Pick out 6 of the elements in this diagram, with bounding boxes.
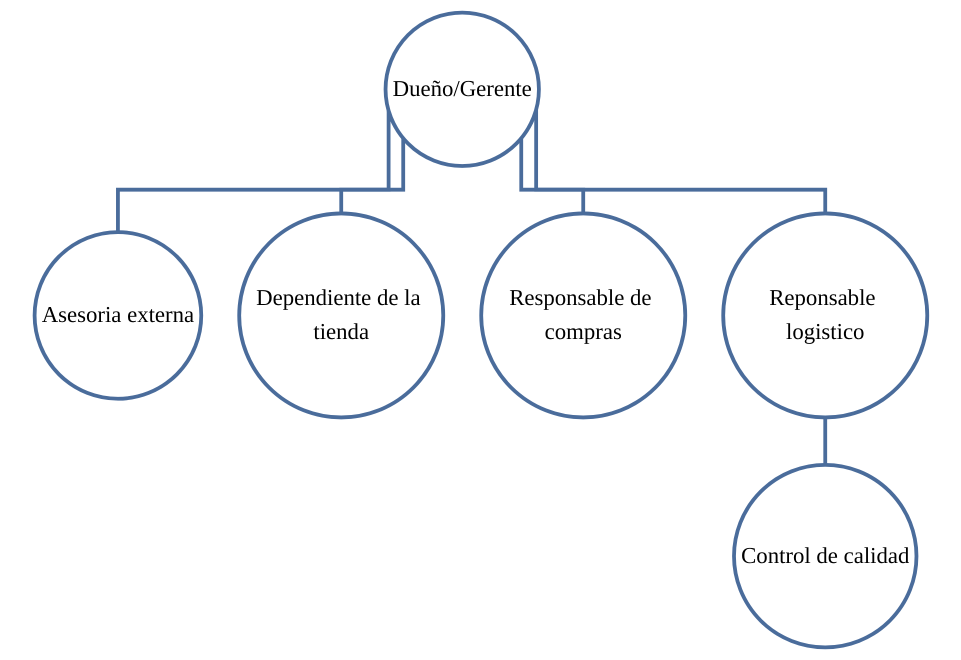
role-circle: Dependiente de la tienda (236, 212, 445, 420)
role-circle: Asesoria externa (32, 230, 203, 401)
role-circle: Control de calidad (732, 463, 918, 650)
role-circle: Reponsable logistico (720, 212, 929, 420)
role-circle: Dueño/Gerente (383, 10, 540, 168)
role-circle: Responsable de compras (478, 212, 687, 420)
